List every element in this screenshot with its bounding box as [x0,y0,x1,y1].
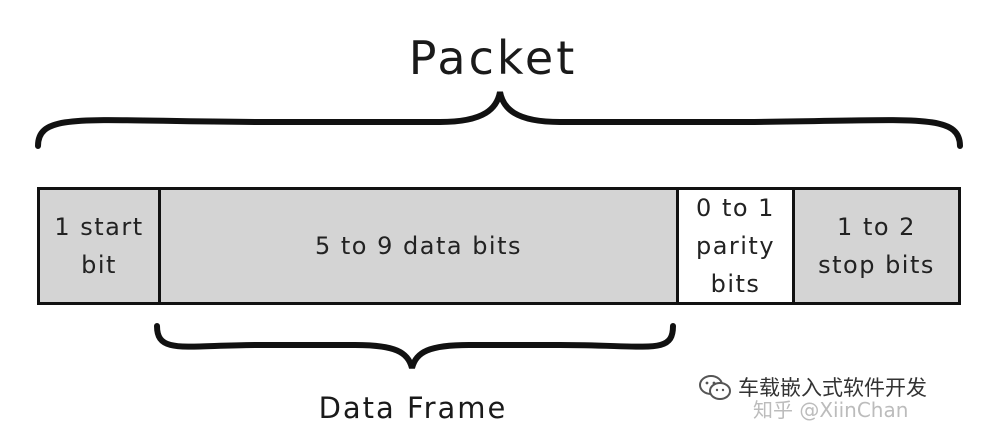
data-frame-label: Data Frame [318,391,508,425]
packet-bar: 1 start bit 5 to 9 data bits 0 to 1 pari… [37,187,961,305]
segment-parity-bits: 0 to 1 parity bits [676,190,792,302]
watermark-channel-name: 车载嵌入式软件开发 [738,376,927,400]
packet-brace [35,91,963,149]
watermark: 车载嵌入式软件开发 知乎 @XiinChan [698,368,968,422]
data-frame-brace [154,323,676,369]
segment-start-bit: 1 start bit [54,213,144,279]
segment-data-bits: 5 to 9 data bits [158,190,676,302]
wechat-icon [699,375,731,400]
watermark-author: 知乎 @XiinChan [753,398,909,422]
segment-stop-bits: 1 to 2 stop bits [792,190,958,302]
packet-title: Packet [408,31,578,85]
